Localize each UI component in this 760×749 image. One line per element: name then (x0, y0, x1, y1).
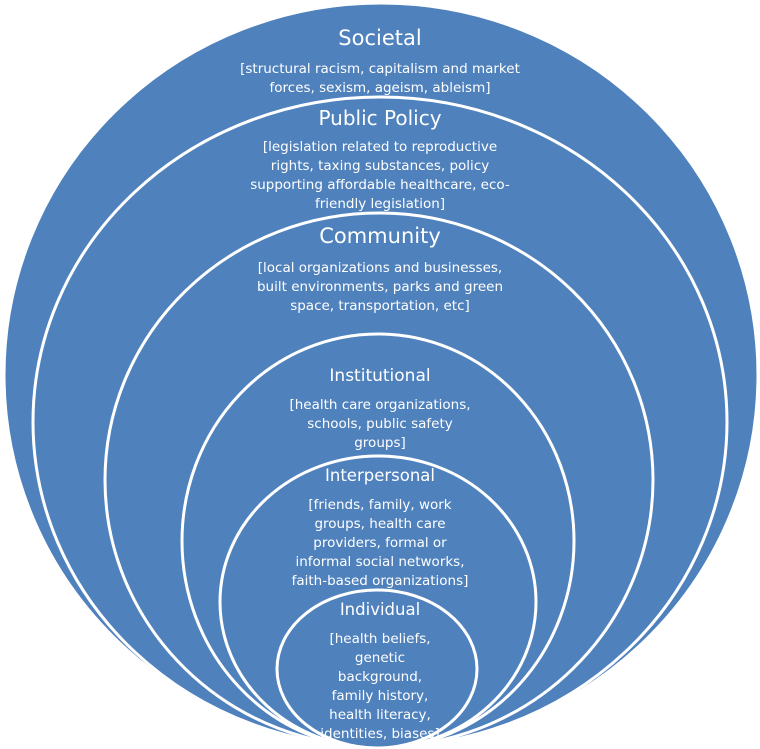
description-line: forces, sexism, ageism, ableism] (269, 80, 491, 96)
description-line: faith-based organizations] (291, 573, 469, 589)
description-line: schools, public safety (307, 416, 453, 432)
description-line: groups] (354, 435, 406, 451)
description-line: background, (337, 669, 423, 685)
description-line: genetic (354, 650, 406, 666)
description-line: space, transportation, etc] (290, 298, 470, 314)
public-policy-title: Public Policy (318, 106, 442, 130)
description-line: identities, biases] (320, 726, 440, 742)
description-line: family history, (331, 688, 429, 704)
description-line: [health beliefs, (329, 631, 431, 647)
description-line: [structural racism, capitalism and marke… (240, 61, 520, 77)
individual-title: Individual (339, 600, 421, 619)
description-line: [legislation related to reproductive (262, 139, 498, 155)
description-line: supporting affordable healthcare, eco- (250, 177, 510, 193)
public-policy-description: [legislation related to reproductive rig… (200, 138, 560, 214)
community-description: [local organizations and businesses, bui… (200, 259, 560, 316)
description-line: [friends, family, work (308, 497, 452, 513)
description-line: informal social networks, (295, 554, 465, 570)
description-line: friendly legislation] (314, 196, 446, 212)
community-title: Community (319, 224, 441, 248)
description-line: health literacy, (329, 707, 431, 723)
interpersonal-description: [friends, family, work groups, health ca… (265, 496, 495, 591)
description-line: rights, taxing substances, policy (270, 158, 490, 174)
description-line: built environments, parks and green (256, 279, 504, 295)
ring-individual (275, 588, 479, 749)
interpersonal-title: Interpersonal (325, 466, 435, 485)
societal-description: [structural racism, capitalism and marke… (180, 60, 580, 98)
description-line: groups, health care (314, 516, 446, 532)
description-line: [health care organizations, (289, 397, 471, 413)
description-line: [local organizations and businesses, (257, 260, 503, 276)
individual-description: [health beliefs, genetic background, fam… (300, 630, 460, 744)
description-line: providers, formal or (313, 535, 447, 551)
institutional-description: [health care organizations, schools, pub… (250, 396, 510, 453)
societal-title: Societal (338, 26, 422, 50)
institutional-title: Institutional (329, 366, 431, 386)
